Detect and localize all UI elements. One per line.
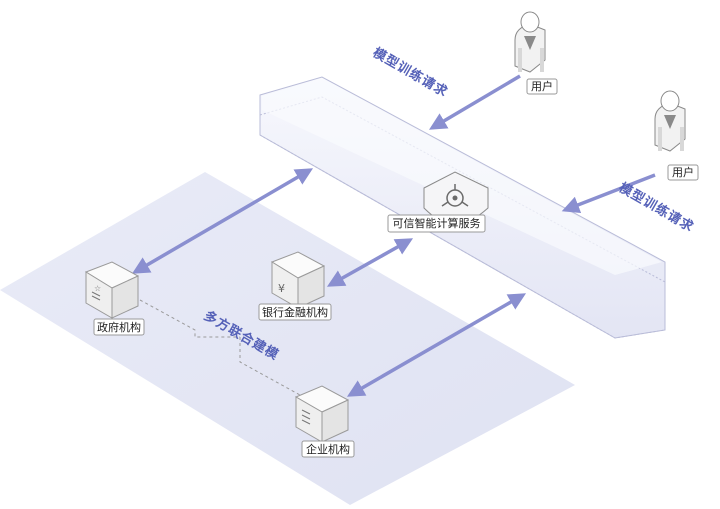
service-node: 可信智能计算服务: [387, 171, 489, 233]
user-right: 用户: [654, 90, 699, 181]
server-icon: [294, 385, 350, 443]
user-icon: [514, 11, 546, 73]
request-label-right: 模型训练请求: [616, 180, 697, 236]
arrow-enterprise-platform: [346, 293, 527, 397]
svg-text:☆: ☆: [94, 284, 101, 293]
user-top-label: 用户: [531, 79, 553, 93]
server-icon: ¥: [270, 251, 326, 309]
bank-label: 银行金融机构: [262, 305, 328, 319]
arrow-bank-platform: [326, 238, 414, 287]
gov-label: 政府机构: [97, 320, 141, 334]
bank-node: ¥ 银行金融机构: [258, 251, 332, 321]
user-right-label: 用户: [672, 165, 694, 179]
gov-node: ☆ 政府机构: [84, 261, 145, 336]
arrow-user-top-to-platform: [428, 74, 521, 130]
user-icon: [654, 90, 686, 152]
service-label: 可信智能计算服务: [393, 216, 481, 230]
server-icon: ☆: [84, 261, 140, 319]
enterprise-label: 企业机构: [306, 442, 350, 456]
dashed-connectors: [139, 299, 301, 396]
arrows: [131, 74, 656, 397]
enterprise-node: 企业机构: [294, 385, 355, 458]
user-top: 用户: [514, 11, 558, 95]
arrow-gov-platform: [131, 168, 314, 274]
yen-icon: ¥: [278, 282, 285, 295]
request-label-top: 模型训练请求: [370, 45, 451, 101]
arrow-user-right-to-platform: [561, 173, 656, 214]
